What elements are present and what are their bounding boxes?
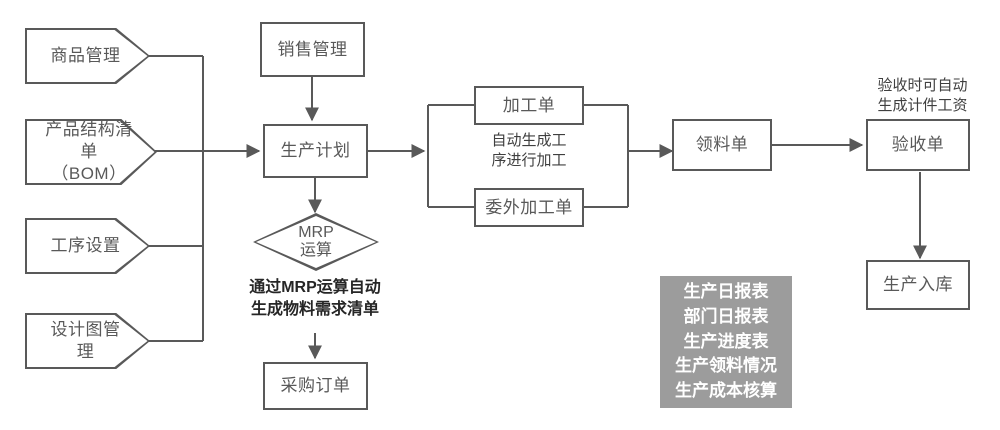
input-node-label: 产品结构清单 （BOM） [45, 119, 133, 184]
report-line-3: 生产领料情况 [675, 356, 777, 376]
node-sales-management[interactable]: 销售管理 [260, 22, 365, 77]
annotation-acceptance-note: 验收时可自动 生成计件工资 [877, 77, 968, 114]
node-mrp-label: MRP 运算 [298, 223, 334, 259]
report-line-4: 生产成本核算 [675, 380, 777, 400]
node-production-plan[interactable]: 生产计划 [263, 124, 368, 178]
input-node-2[interactable]: 工序设置 [25, 218, 150, 274]
input-node-3[interactable]: 设计图管理 [25, 313, 150, 369]
report-line-2: 生产进度表 [683, 331, 769, 351]
node-production-stock-in[interactable]: 生产入库 [866, 260, 970, 310]
input-node-1[interactable]: 产品结构清单 （BOM） [25, 119, 157, 185]
node-mrp-calculation[interactable]: MRP 运算 [253, 213, 379, 271]
report-line-1: 部门日报表 [683, 307, 769, 327]
input-node-label: 设计图管理 [50, 319, 121, 361]
annotation-process-note: 自动生成工 序进行加工 [491, 132, 567, 169]
node-outsource-process-order[interactable]: 委外加工单 [474, 188, 584, 227]
input-node-0[interactable]: 商品管理 [25, 28, 150, 84]
reports-panel[interactable]: 生产日报表 部门日报表 生产进度表 生产领料情况 生产成本核算 [660, 276, 792, 408]
node-acceptance-order[interactable]: 验收单 [866, 119, 970, 171]
node-material-requisition[interactable]: 领料单 [672, 119, 772, 171]
node-purchase-order[interactable]: 采购订单 [263, 362, 368, 410]
input-node-label: 商品管理 [50, 45, 121, 65]
input-node-label: 工序设置 [50, 235, 121, 255]
annotation-mrp-note: 通过MRP运算自动 生成物料需求清单 [249, 279, 381, 318]
node-process-order[interactable]: 加工单 [474, 86, 584, 125]
report-line-0: 生产日报表 [683, 282, 769, 302]
